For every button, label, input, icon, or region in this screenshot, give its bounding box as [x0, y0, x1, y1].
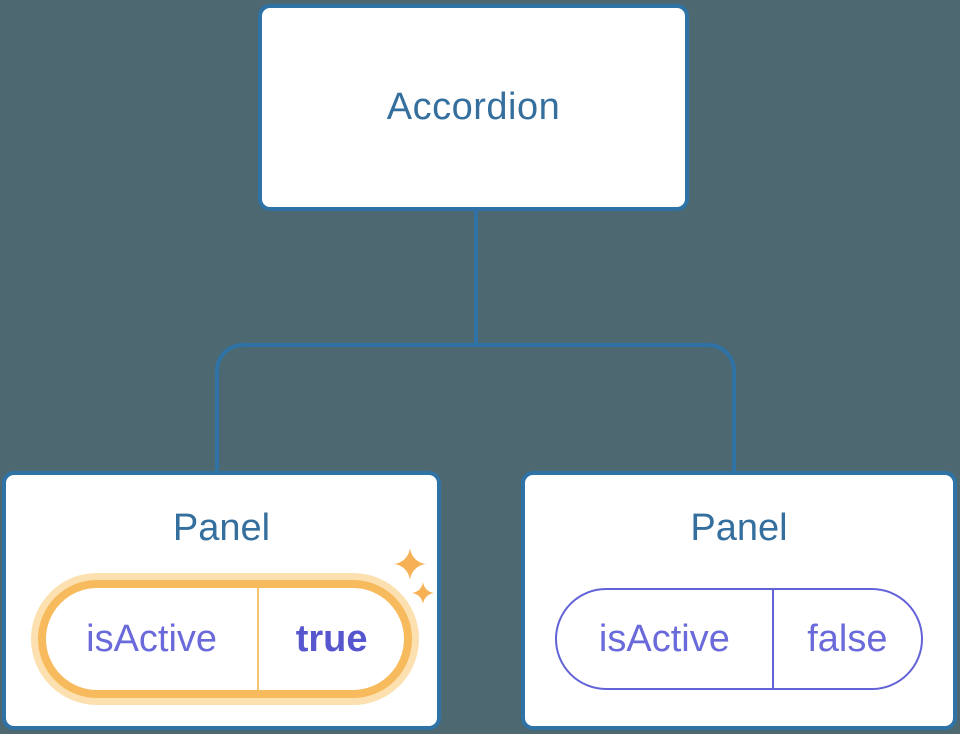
state-key: isActive	[86, 617, 218, 660]
panel-node-label: Panel	[690, 507, 788, 549]
panel-node-active: Panel isActive true	[2, 471, 441, 730]
tree-connector-branch	[215, 343, 736, 472]
state-value: false	[771, 590, 921, 688]
accordion-node-label: Accordion	[386, 86, 561, 128]
state-value: true	[257, 588, 404, 690]
sparkle-large-icon	[394, 548, 426, 580]
panel-node-label: Panel	[172, 507, 271, 549]
state-pill-inactive: isActive false	[555, 588, 923, 690]
sparkle-small-icon	[412, 582, 434, 604]
state-pill-active: isActive true	[38, 580, 412, 698]
accordion-node: Accordion	[258, 4, 689, 211]
tree-connector-stem	[474, 209, 478, 345]
panel-node-inactive: Panel isActive false	[521, 471, 957, 730]
state-key: isActive	[598, 617, 730, 660]
